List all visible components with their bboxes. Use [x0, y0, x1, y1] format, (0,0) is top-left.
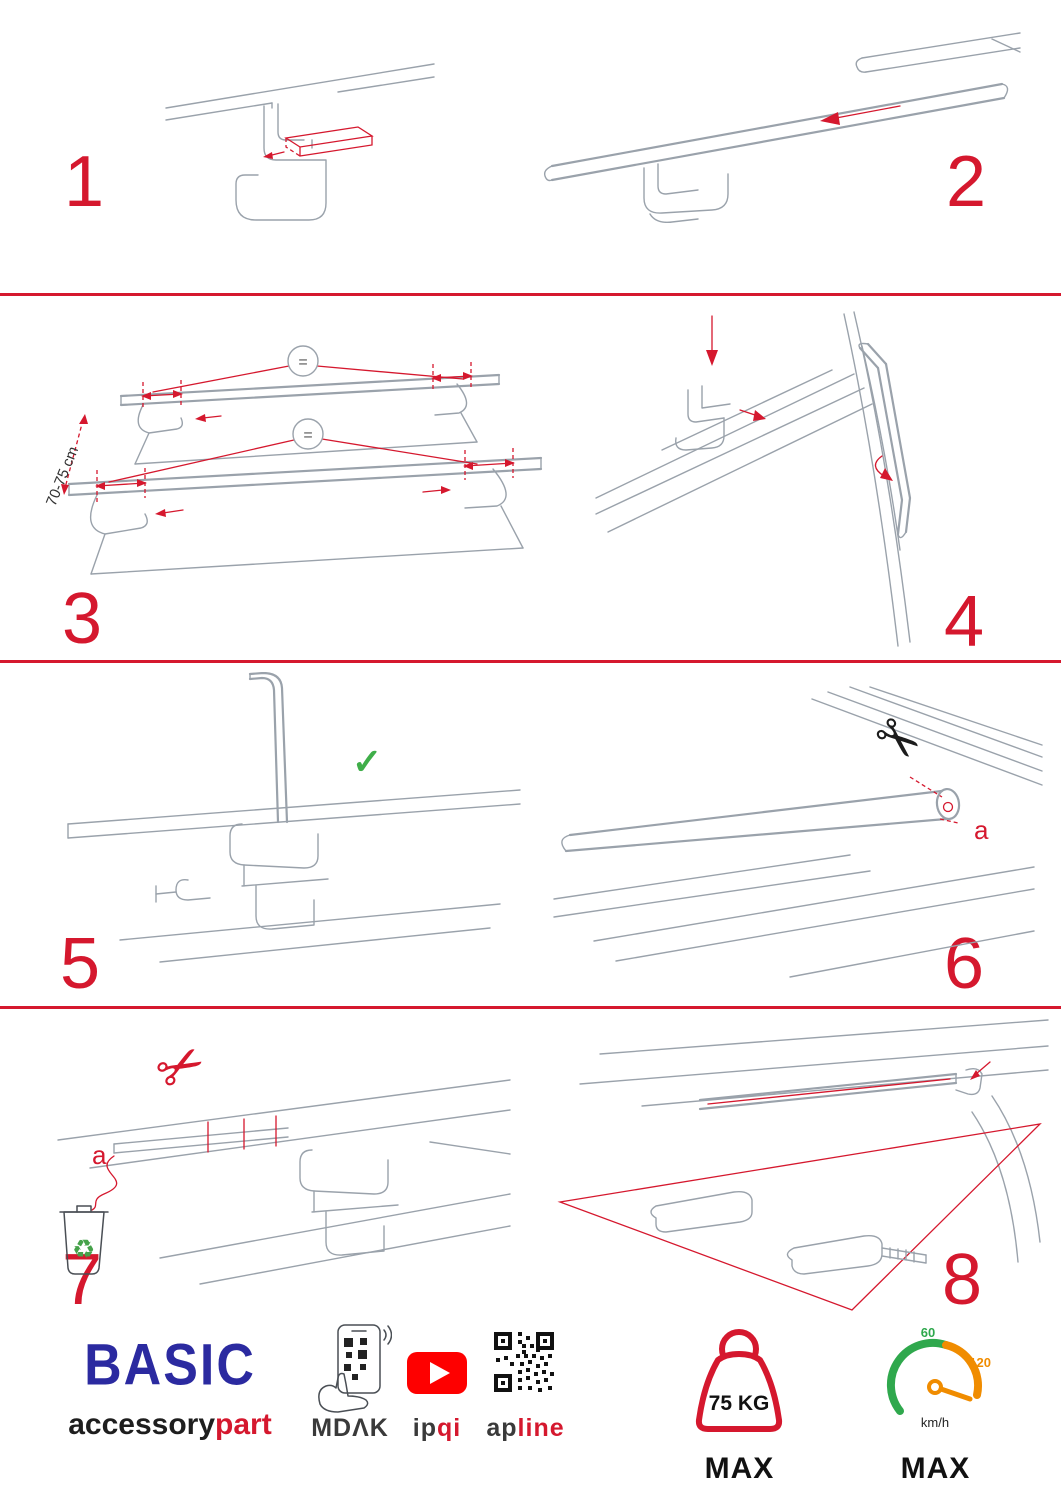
allen-key — [858, 342, 912, 539]
weight-limit-icon: 75 KG — [695, 1329, 783, 1432]
scissors-icon: ✂ — [145, 1028, 217, 1106]
equal-sign-front: = — [303, 427, 312, 444]
brand-sub-part: part — [215, 1408, 272, 1441]
step-3-number: 3 — [62, 579, 103, 659]
mdak-label: MDΛK — [311, 1414, 389, 1442]
section-divider — [0, 1006, 1061, 1009]
brand-sub-accessory: accessory — [68, 1408, 216, 1441]
equal-sign-badge: = — [292, 418, 324, 450]
ipqi-right: qi — [437, 1414, 462, 1442]
section-divider — [0, 660, 1061, 663]
brand-basic-logo: BASIC — [84, 1333, 256, 1399]
step-6-illustration: ✂ a — [553, 686, 1043, 978]
brand-accessorypart-label: accessorypart — [45, 1408, 295, 1442]
apline-left: ap — [486, 1414, 518, 1442]
measure-brackets — [95, 362, 515, 517]
speed-120-label: 120 — [969, 1355, 991, 1370]
part-label-a: a — [974, 815, 989, 845]
step-2-illustration — [543, 32, 1021, 223]
insert-arrow — [706, 315, 766, 421]
step-8-number: 8 — [942, 1240, 983, 1320]
rubber-pad-highlight — [263, 126, 374, 159]
weight-max-label: MAX — [704, 1452, 775, 1485]
qr-code-icon — [494, 1332, 554, 1392]
step-2-number: 2 — [946, 142, 987, 222]
step-3-illustration: = = 70-7 — [43, 345, 543, 575]
check-icon: ✓ — [352, 741, 382, 782]
speed-limit-icon: 60 120 km/h — [886, 1325, 991, 1430]
ipqi-left: ip — [412, 1414, 437, 1442]
measurement-label: 70-75 cm — [43, 444, 82, 508]
recycle-icon: ♻ — [72, 1234, 95, 1264]
step-1-illustration — [165, 63, 435, 221]
step-7-number: 7 — [62, 1240, 103, 1320]
zoom-frame — [557, 1123, 1042, 1311]
kmh-label: km/h — [921, 1415, 949, 1430]
ipqi-label: ipqi — [405, 1414, 469, 1443]
step-4-illustration — [595, 311, 912, 647]
equal-sign-rear: = — [298, 354, 307, 371]
apline-right: line — [517, 1414, 565, 1442]
slide-arrow — [820, 105, 901, 125]
section-divider — [0, 293, 1061, 296]
step-8-illustration — [557, 1019, 1049, 1311]
step-4-number: 4 — [944, 582, 985, 662]
equal-sign-badge: = — [287, 345, 319, 377]
step-5-illustration: ✓ — [67, 672, 521, 963]
weight-value-label: 75 KG — [709, 1392, 770, 1415]
speed-max-label: MAX — [900, 1452, 971, 1485]
youtube-icon — [407, 1352, 467, 1394]
step-1-number: 1 — [64, 142, 105, 222]
trash-icon: ♻ — [59, 1205, 109, 1275]
rotate-arrow — [874, 455, 893, 481]
step-7-illustration: ✂ a ♻ — [57, 1028, 511, 1285]
step-5-number: 5 — [60, 924, 101, 1004]
step-6-number: 6 — [944, 924, 985, 1004]
part-label-a: a — [92, 1140, 107, 1170]
phone-qr-icon — [318, 1324, 392, 1413]
speed-60-label: 60 — [921, 1325, 935, 1340]
apline-label: apline — [478, 1414, 573, 1443]
